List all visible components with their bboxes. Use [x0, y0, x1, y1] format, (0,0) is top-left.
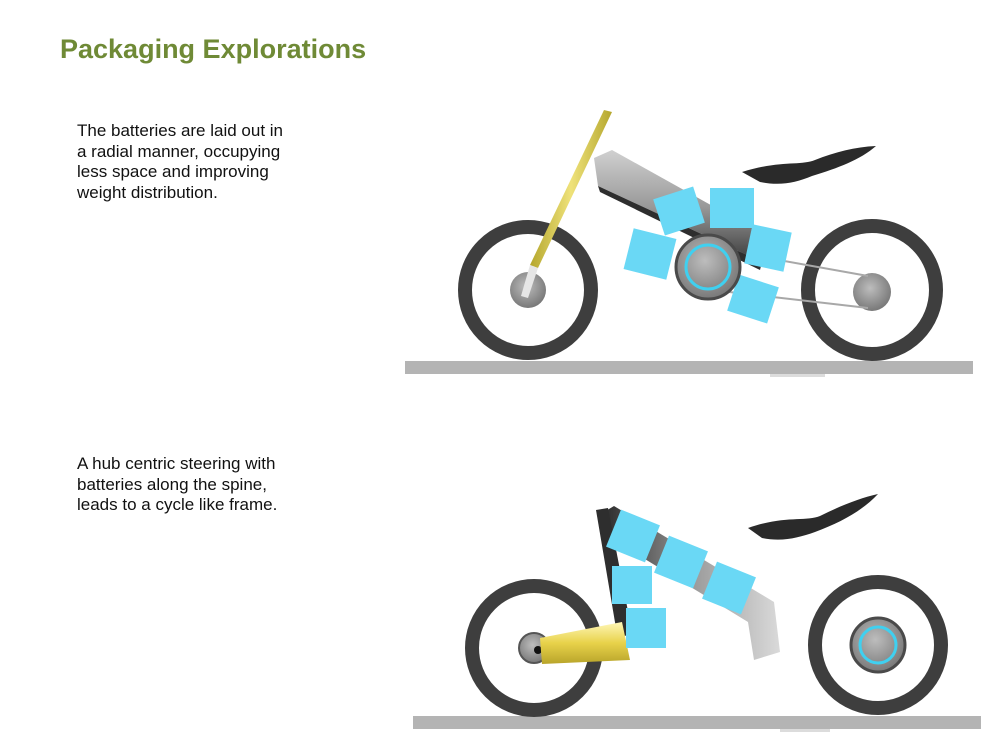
battery-cell — [653, 186, 705, 236]
concept-1-line: weight distribution. — [77, 182, 218, 202]
front-wheel — [458, 220, 598, 360]
battery-cluster — [623, 186, 792, 324]
battery-cell — [727, 274, 779, 324]
rear-hub — [853, 273, 891, 311]
concept-1-description: The batteries are laid out in a radial m… — [77, 121, 283, 203]
concept-1-line: The batteries are laid out in — [77, 121, 284, 140]
concept-2-line: leads to a cycle like frame. — [77, 495, 278, 514]
seat — [742, 146, 876, 184]
concept-1-line: less space and improving — [77, 162, 269, 181]
rear-wheel — [801, 219, 943, 361]
motor-hub-ring — [684, 243, 732, 291]
front-fork-lower — [521, 265, 538, 298]
battery-cell — [710, 188, 754, 228]
front-fork — [530, 110, 612, 268]
concept-2-line: A hub centric steering with — [77, 454, 276, 473]
battery-cell — [744, 224, 792, 272]
page-title: Packaging Explorations — [60, 34, 367, 64]
concept-2-description: A hub centric steering with batteries al… — [77, 454, 277, 516]
concept-2-line: batteries along the spine, — [77, 474, 267, 494]
battery-cell — [623, 228, 677, 280]
ground-shadow — [770, 374, 825, 377]
concept-1-line: a radial manner, occupying — [77, 141, 281, 161]
ground-bar — [405, 361, 973, 374]
